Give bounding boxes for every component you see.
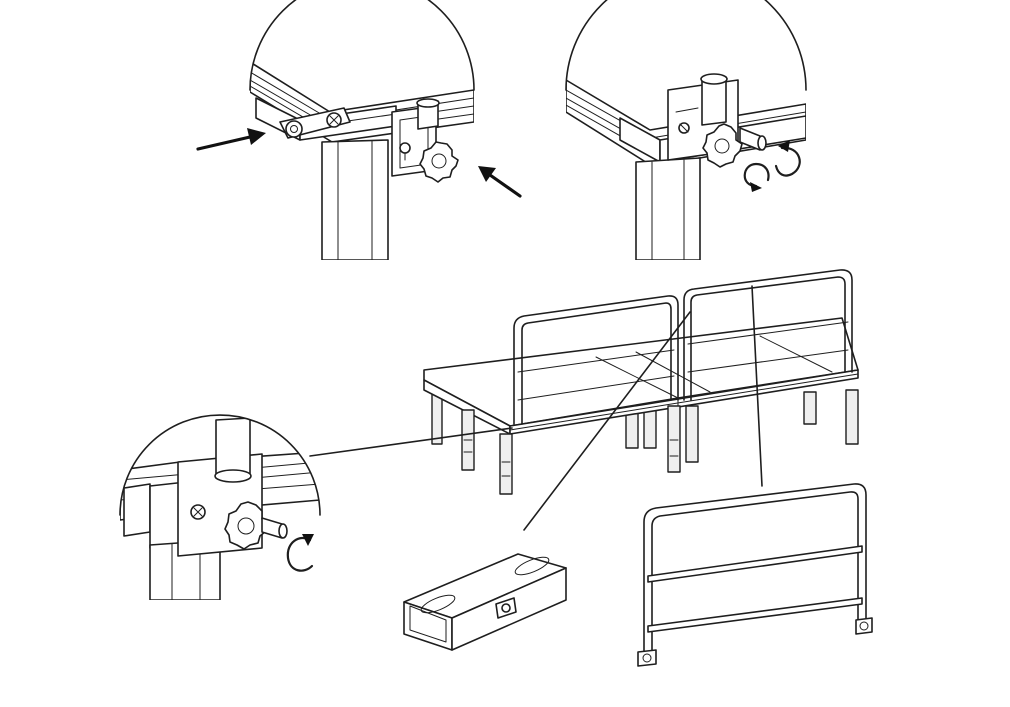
detail-tighten-knob <box>565 0 807 260</box>
leader-lines <box>309 285 763 531</box>
detail-circle-outline <box>565 0 807 91</box>
star-knob <box>702 123 767 168</box>
stage-platform-assembly <box>423 269 859 495</box>
detail-circle-outline <box>249 0 475 91</box>
arrow-icon <box>196 128 266 151</box>
star-knob <box>419 141 459 183</box>
stage-rail-right <box>683 269 853 401</box>
rotate-arrow-icon <box>774 140 801 177</box>
guard-rail-part <box>637 483 873 667</box>
detail-lock-knob <box>119 414 321 600</box>
detail-circle-outline <box>119 414 321 516</box>
stage-rail-left <box>513 295 679 425</box>
hinge-link <box>279 107 351 139</box>
arrow-icon <box>478 166 522 198</box>
rotate-arrow-icon <box>743 162 770 192</box>
connector-bracket-part <box>403 553 567 651</box>
detail-insert-bracket <box>196 0 522 260</box>
rotate-arrow-icon <box>286 534 314 572</box>
star-knob <box>224 501 288 550</box>
